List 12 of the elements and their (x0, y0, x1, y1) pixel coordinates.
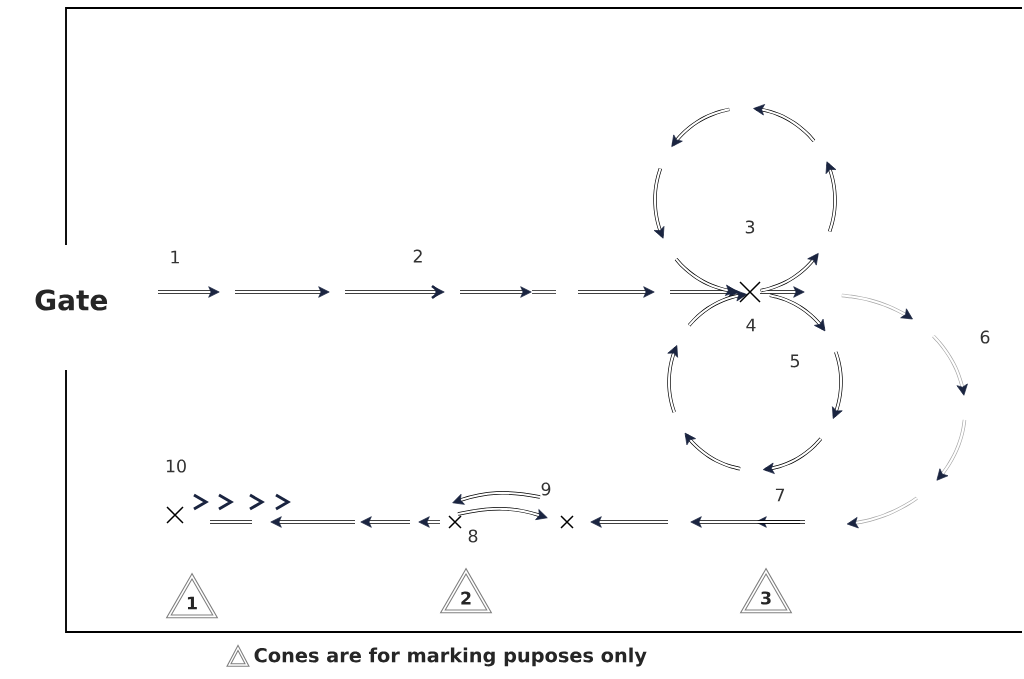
legend-text: Cones are for marking puposes only (254, 647, 647, 667)
step-number: 9 (541, 482, 551, 496)
step-number: 3 (745, 220, 755, 234)
step-number: 10 (166, 459, 186, 473)
step-number: 1 (171, 250, 179, 264)
step-number: 2 (413, 249, 422, 263)
step-number: 4 (746, 318, 756, 332)
step-number: 8 (468, 529, 478, 543)
step-number: 6 (980, 330, 990, 344)
step-number: 5 (790, 354, 799, 368)
step-number: 7 (775, 488, 785, 502)
gate-label: Gate (35, 289, 108, 311)
